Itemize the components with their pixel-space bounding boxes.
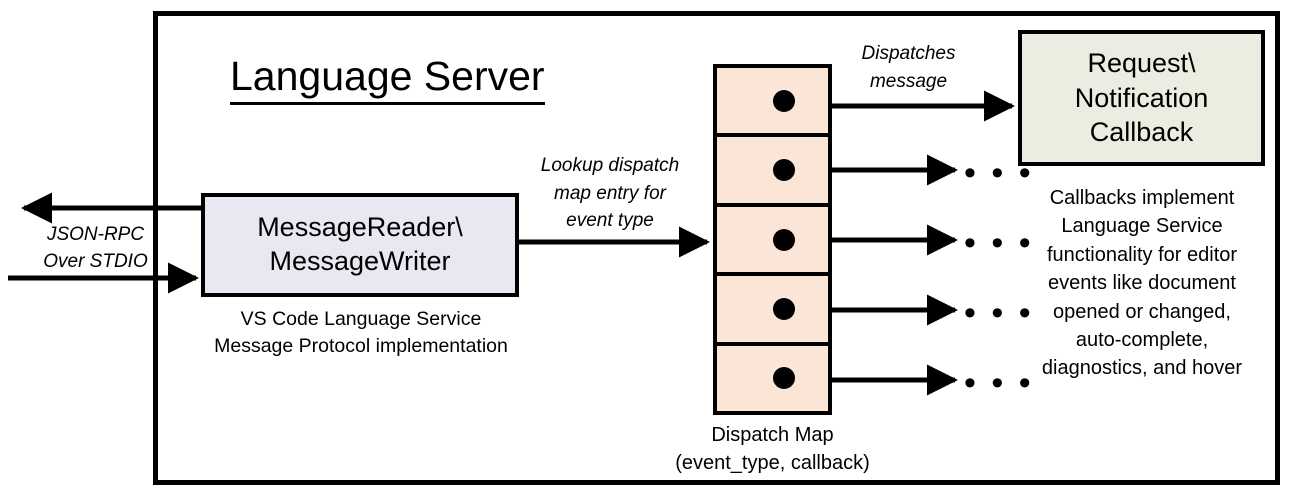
dispatches-message-label: Dispatches message <box>836 40 981 95</box>
dispatch-map-table[interactable] <box>713 64 832 415</box>
callback-title-line3: Callback <box>1089 117 1194 148</box>
message-io-caption-line1: VS Code Language Service <box>240 308 482 330</box>
ellipsis-row-5: • • • <box>964 364 1034 402</box>
callback-caption-line5: opened or changed, <box>1053 300 1231 323</box>
callback-dot-icon <box>773 159 795 182</box>
callback-title-line2: Notification <box>1074 82 1209 113</box>
message-io-title-line1: MessageReader\ <box>257 212 463 243</box>
stdio-label-line2: Over STDIO <box>43 250 148 272</box>
ellipsis-row-4: • • • <box>964 294 1034 332</box>
request-notification-callback-box[interactable]: Request\ Notification Callback <box>1018 30 1265 166</box>
callback-caption-line1: Callbacks implement <box>1049 187 1235 209</box>
dispatch-row-5[interactable] <box>717 346 828 411</box>
callback-caption-line4: events like document <box>1048 272 1236 295</box>
callback-caption: Callbacks implement Language Service fun… <box>1005 184 1279 383</box>
page-title: Language Server <box>230 53 545 106</box>
callback-dot-icon <box>773 89 795 112</box>
message-io-caption-line2: Message Protocol implementation <box>214 334 508 357</box>
callback-caption-line6: auto-complete, <box>1075 328 1209 351</box>
lookup-line1: Lookup dispatch <box>540 155 680 176</box>
lookup-line3: event type <box>566 210 654 232</box>
message-io-caption: VS Code Language Service Message Protoco… <box>196 306 526 360</box>
stdio-label-line1: JSON-RPC <box>46 224 145 245</box>
dispatch-row-3[interactable] <box>717 207 828 277</box>
message-io-title-line2: MessageWriter <box>269 246 451 276</box>
dispatch-row-1[interactable] <box>717 68 828 138</box>
dispatch-row-2[interactable] <box>717 137 828 207</box>
lookup-line2: map entry for <box>554 182 666 204</box>
dispatch-map-caption-line2: (event_type, callback) <box>675 451 870 474</box>
callback-caption-line3: functionality for editor <box>1046 243 1238 266</box>
callback-dot-icon <box>773 228 795 251</box>
callback-title-line1: Request\ <box>1087 48 1196 79</box>
callback-dot-icon <box>773 297 795 320</box>
language-server-container <box>153 11 1280 485</box>
dispatch-row-4[interactable] <box>717 276 828 346</box>
stdio-channel-label: JSON-RPC Over STDIO <box>28 222 163 276</box>
dispatches-line1: Dispatches <box>861 43 956 64</box>
dispatches-line2: message <box>869 70 948 92</box>
message-reader-writer-box[interactable]: MessageReader\ MessageWriter <box>201 193 519 297</box>
callback-caption-line7: diagnostics, and hover <box>1041 357 1243 380</box>
dispatch-map-caption-line1: Dispatch Map <box>711 424 834 446</box>
dispatch-map-caption: Dispatch Map (event_type, callback) <box>645 422 900 477</box>
callback-dot-icon <box>773 367 795 390</box>
ellipsis-row-2: • • • <box>964 154 1034 192</box>
lookup-dispatch-label: Lookup dispatch map entry for event type <box>520 152 700 235</box>
ellipsis-row-3: • • • <box>964 224 1034 262</box>
callback-caption-line2: Language Service <box>1061 215 1223 238</box>
